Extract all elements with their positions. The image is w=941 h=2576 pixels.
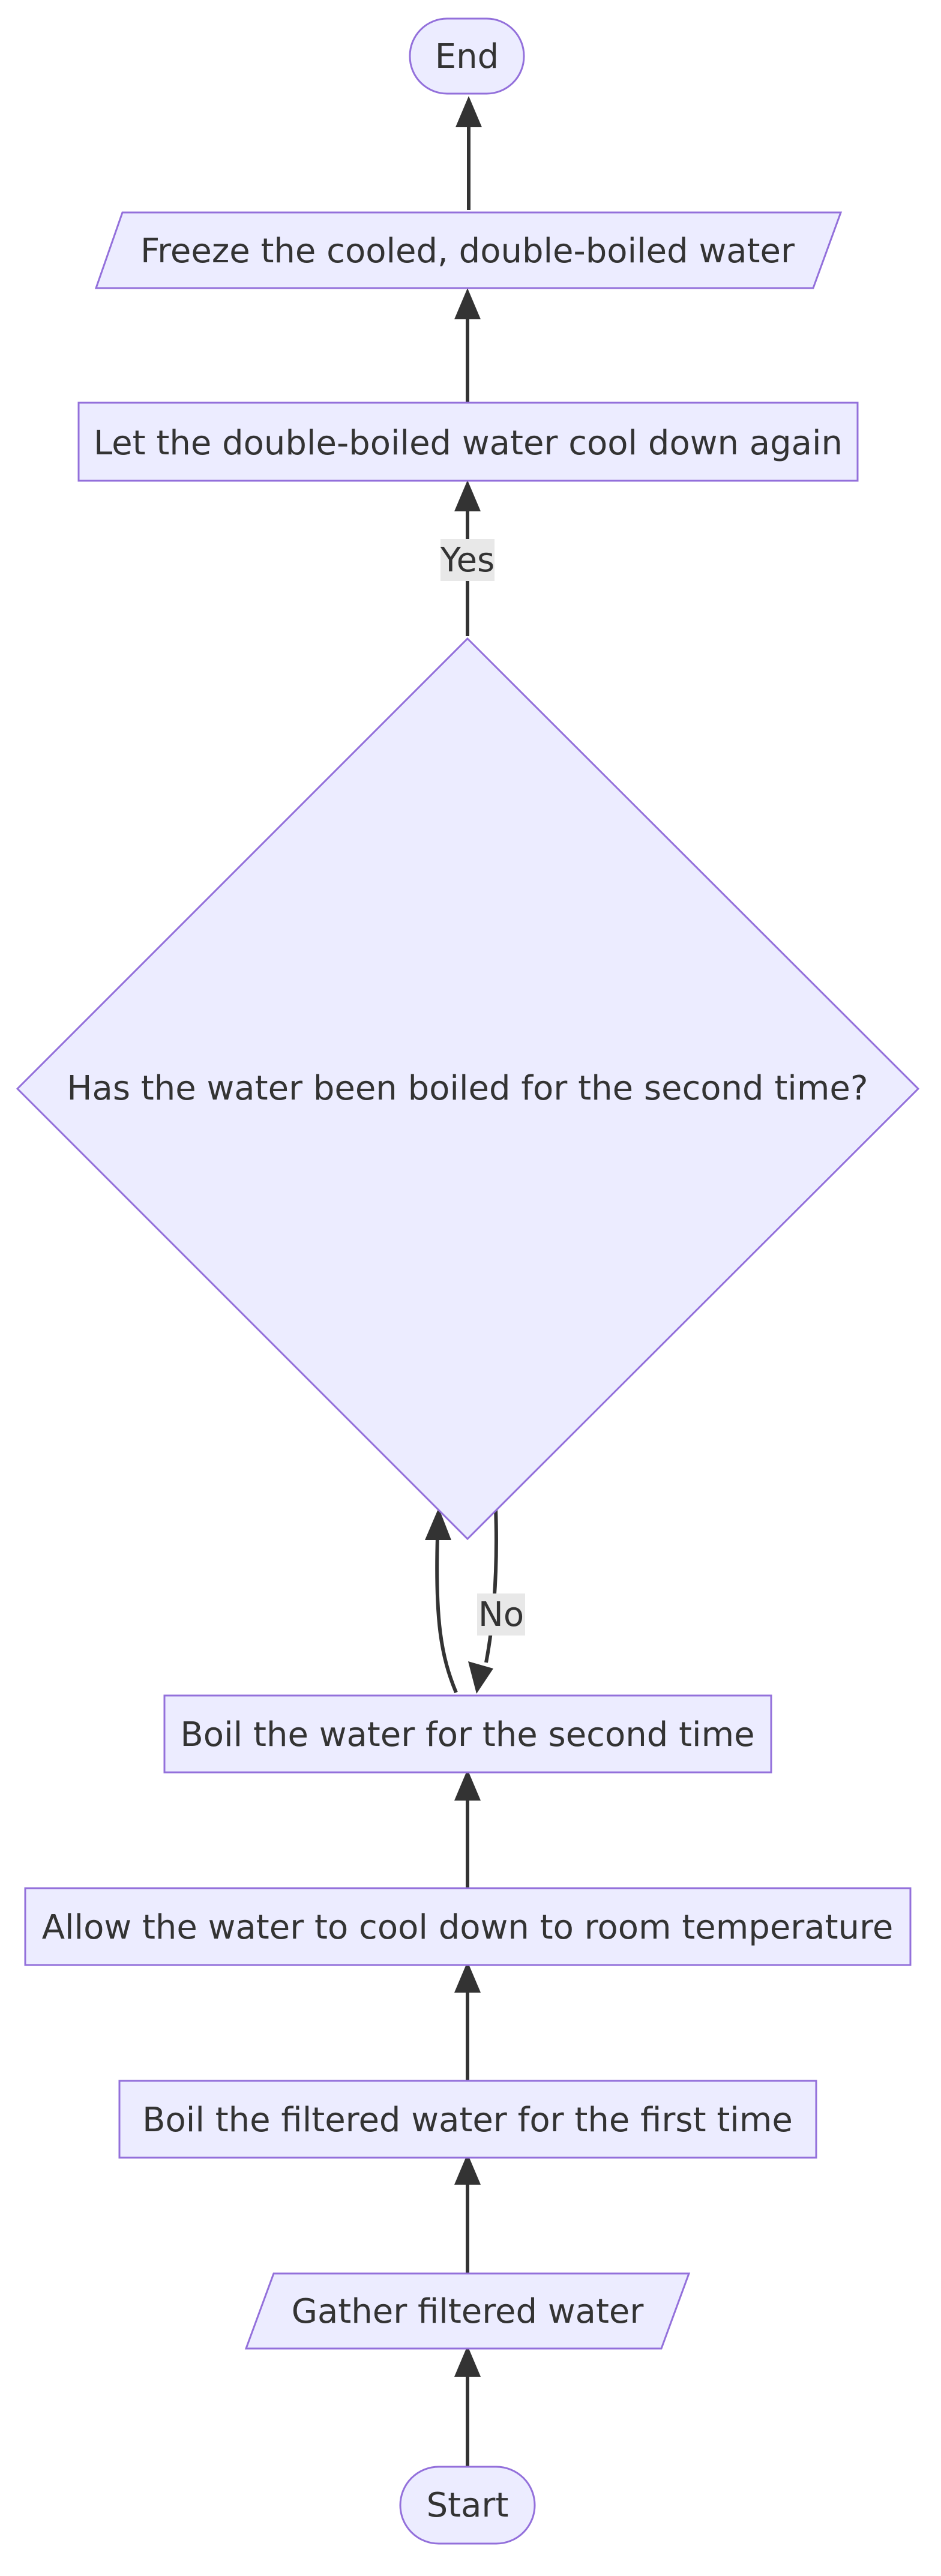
edge-label-yes: Yes: [440, 539, 495, 581]
arrowhead-freeze: [454, 288, 481, 319]
edge-boil-second-to-decision: [435, 1536, 458, 1694]
arrowhead-boil-first: [454, 2153, 481, 2185]
arrowhead-boil-second: [454, 1769, 481, 1801]
node-end: End: [409, 17, 525, 95]
node-cool-again-label: Let the double-boiled water cool down ag…: [94, 424, 843, 463]
node-start-label: Start: [427, 2486, 509, 2525]
node-boil-second: Boil the water for the second time: [163, 1694, 772, 1774]
arrowhead-end: [455, 96, 482, 127]
node-boil-first-label: Boil the filtered water for the first ti…: [142, 2101, 793, 2140]
node-gather: Gather filtered water: [244, 2272, 691, 2350]
node-boil-second-label: Boil the water for the second time: [180, 1715, 754, 1754]
node-cool-again: Let the double-boiled water cool down ag…: [77, 402, 859, 482]
edge-label-no: No: [477, 1593, 525, 1636]
arrowhead-cool-again: [454, 480, 481, 511]
arrowhead-cool-room: [454, 1961, 481, 1993]
edge-label-yes-text: Yes: [440, 541, 495, 580]
node-boil-first: Boil the filtered water for the first ti…: [118, 2080, 817, 2159]
node-start: Start: [399, 2466, 536, 2545]
node-cool-room: Allow the water to cool down to room tem…: [24, 1887, 912, 1966]
node-cool-room-label: Allow the water to cool down to room tem…: [42, 1908, 894, 1947]
edge-decision-no-to-boil-second: [484, 1507, 498, 1663]
node-decision: Has the water been boiled for the second…: [16, 637, 920, 1541]
node-freeze-label: Freeze the cooled, double-boiled water: [140, 232, 795, 271]
arrowhead-gather: [454, 2346, 481, 2377]
node-decision-label: Has the water been boiled for the second…: [67, 1069, 868, 1108]
node-gather-label: Gather filtered water: [292, 2292, 645, 2331]
arrowhead-decision: [425, 1508, 451, 1540]
arrowhead-boil-second-no: [468, 1661, 493, 1694]
node-end-label: End: [435, 37, 499, 76]
edge-label-no-text: No: [478, 1595, 524, 1634]
node-freeze: Freeze the cooled, double-boiled water: [94, 211, 843, 289]
